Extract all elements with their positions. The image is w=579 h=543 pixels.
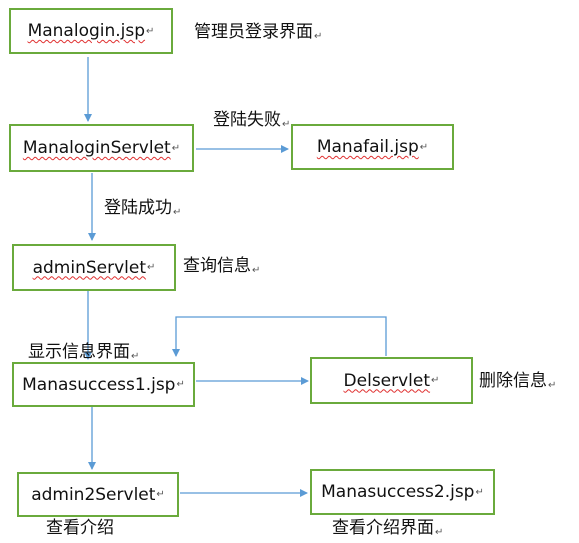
label-text: 登陆成功 [104, 198, 172, 218]
return-mark: ↵ [173, 207, 182, 218]
node-label: Manalogin.jsp [27, 21, 146, 41]
return-mark: ↵ [131, 351, 140, 362]
label-text: 查询信息 [183, 256, 251, 276]
node-manalogin-jsp: Manalogin.jsp↵ [9, 8, 173, 54]
node-label: Delservlet [343, 370, 431, 391]
label-login-success: 登陆成功↵ [104, 198, 181, 223]
return-mark: ↵ [475, 486, 484, 498]
return-mark: ↵ [252, 265, 261, 276]
node-delservlet: Delservlet↵ [310, 357, 473, 404]
label-login-failed: 登陆失败↵ [213, 110, 290, 135]
node-manasuccess1-jsp: Manasuccess1.jsp↵ [12, 362, 195, 407]
node-adminservlet: adminServlet↵ [12, 244, 176, 291]
label-view-intro: 查看介绍 [46, 518, 114, 538]
return-mark: ↵ [171, 142, 181, 154]
node-label: Manafail.jsp [316, 137, 419, 157]
node-label: admin2Servlet [31, 484, 156, 505]
return-mark: ↵ [314, 31, 323, 42]
return-mark: ↵ [548, 380, 557, 391]
return-mark: ↵ [282, 119, 291, 130]
node-admin2servlet: admin2Servlet↵ [17, 472, 179, 517]
label-delete-info: 删除信息↵ [479, 371, 556, 396]
label-query-info: 查询信息↵ [183, 256, 260, 281]
return-mark: ↵ [435, 527, 444, 538]
label-text: 查看介绍 [46, 518, 114, 538]
label-text: 删除信息 [479, 371, 547, 391]
label-admin-login-page: 管理员登录界面↵ [194, 22, 322, 47]
label-view-intro-page: 查看介绍界面↵ [332, 518, 443, 543]
node-label: ManaloginServlet [22, 138, 171, 158]
node-manasuccess2-jsp: Manasuccess2.jsp↵ [310, 469, 495, 515]
return-mark: ↵ [146, 25, 155, 37]
return-mark: ↵ [156, 489, 165, 500]
node-label: adminServlet [32, 257, 147, 278]
label-text: 管理员登录界面 [194, 22, 313, 42]
label-show-info-page: 显示信息界面↵ [28, 342, 139, 367]
label-text: 查看介绍界面 [332, 518, 434, 538]
node-manafail-jsp: Manafail.jsp↵ [291, 124, 454, 170]
label-text: 显示信息界面 [28, 342, 130, 362]
node-label: Manasuccess2.jsp [321, 482, 475, 502]
return-mark: ↵ [176, 379, 185, 390]
return-mark: ↵ [431, 375, 440, 386]
return-mark: ↵ [147, 262, 156, 273]
label-text: 登陆失败 [213, 110, 281, 130]
node-manaloginservlet: ManaloginServlet↵ [9, 124, 194, 172]
return-mark: ↵ [419, 141, 429, 153]
node-label: Manasuccess1.jsp [22, 374, 176, 395]
arrow-del-back-to-success1 [172, 316, 387, 357]
